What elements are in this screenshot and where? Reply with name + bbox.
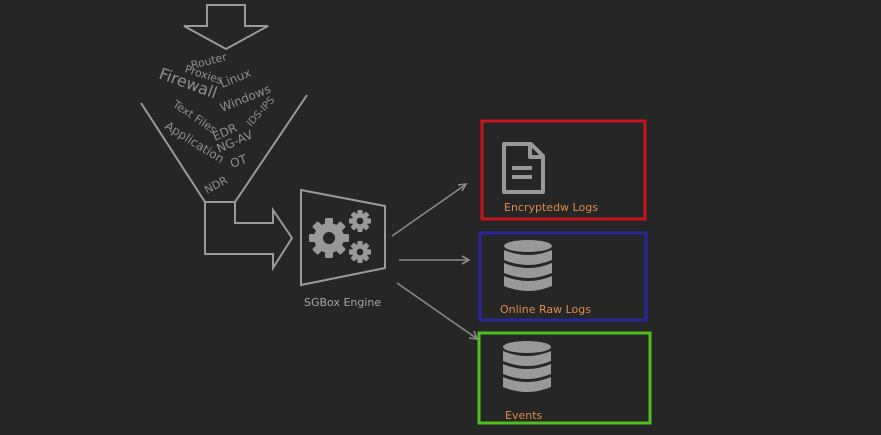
output-label: Online Raw Logs	[500, 303, 591, 316]
source-label: NDR	[202, 174, 230, 197]
output-box	[477, 331, 652, 425]
output-label: Events	[505, 409, 543, 422]
arrowhead	[457, 183, 468, 192]
output-label: Encryptedw Logs	[504, 201, 598, 214]
source-list: Router Proxies Linux Firewall Windows ID…	[157, 50, 278, 196]
source-label: Linux	[218, 66, 253, 91]
output-online-raw-logs: Online Raw Logs	[478, 231, 648, 322]
gears-icon	[309, 210, 371, 263]
funnel-left-edge	[140, 102, 206, 203]
arrow-to-events	[396, 282, 477, 339]
source-label: OT	[228, 152, 249, 171]
arrowhead	[461, 255, 471, 265]
database-icon	[504, 240, 552, 291]
output-box	[478, 231, 648, 322]
source-funnel	[140, 94, 308, 272]
arrowhead	[468, 330, 479, 340]
output-events: Events	[477, 331, 652, 425]
output-arrows	[391, 183, 479, 340]
funnel-output-arrow	[204, 201, 294, 272]
engine-trapezoid	[300, 188, 386, 287]
output-encrypted-logs: Encryptedw Logs	[480, 119, 647, 221]
engine-label: SGBox Engine	[304, 296, 381, 309]
input-arrow	[183, 4, 269, 51]
funnel-right-edge	[234, 94, 308, 203]
document-icon	[502, 142, 545, 194]
output-box	[480, 119, 647, 221]
arrow-to-encrypted	[391, 184, 466, 237]
database-icon	[503, 341, 551, 392]
sgbox-engine: SGBox Engine	[300, 188, 386, 309]
